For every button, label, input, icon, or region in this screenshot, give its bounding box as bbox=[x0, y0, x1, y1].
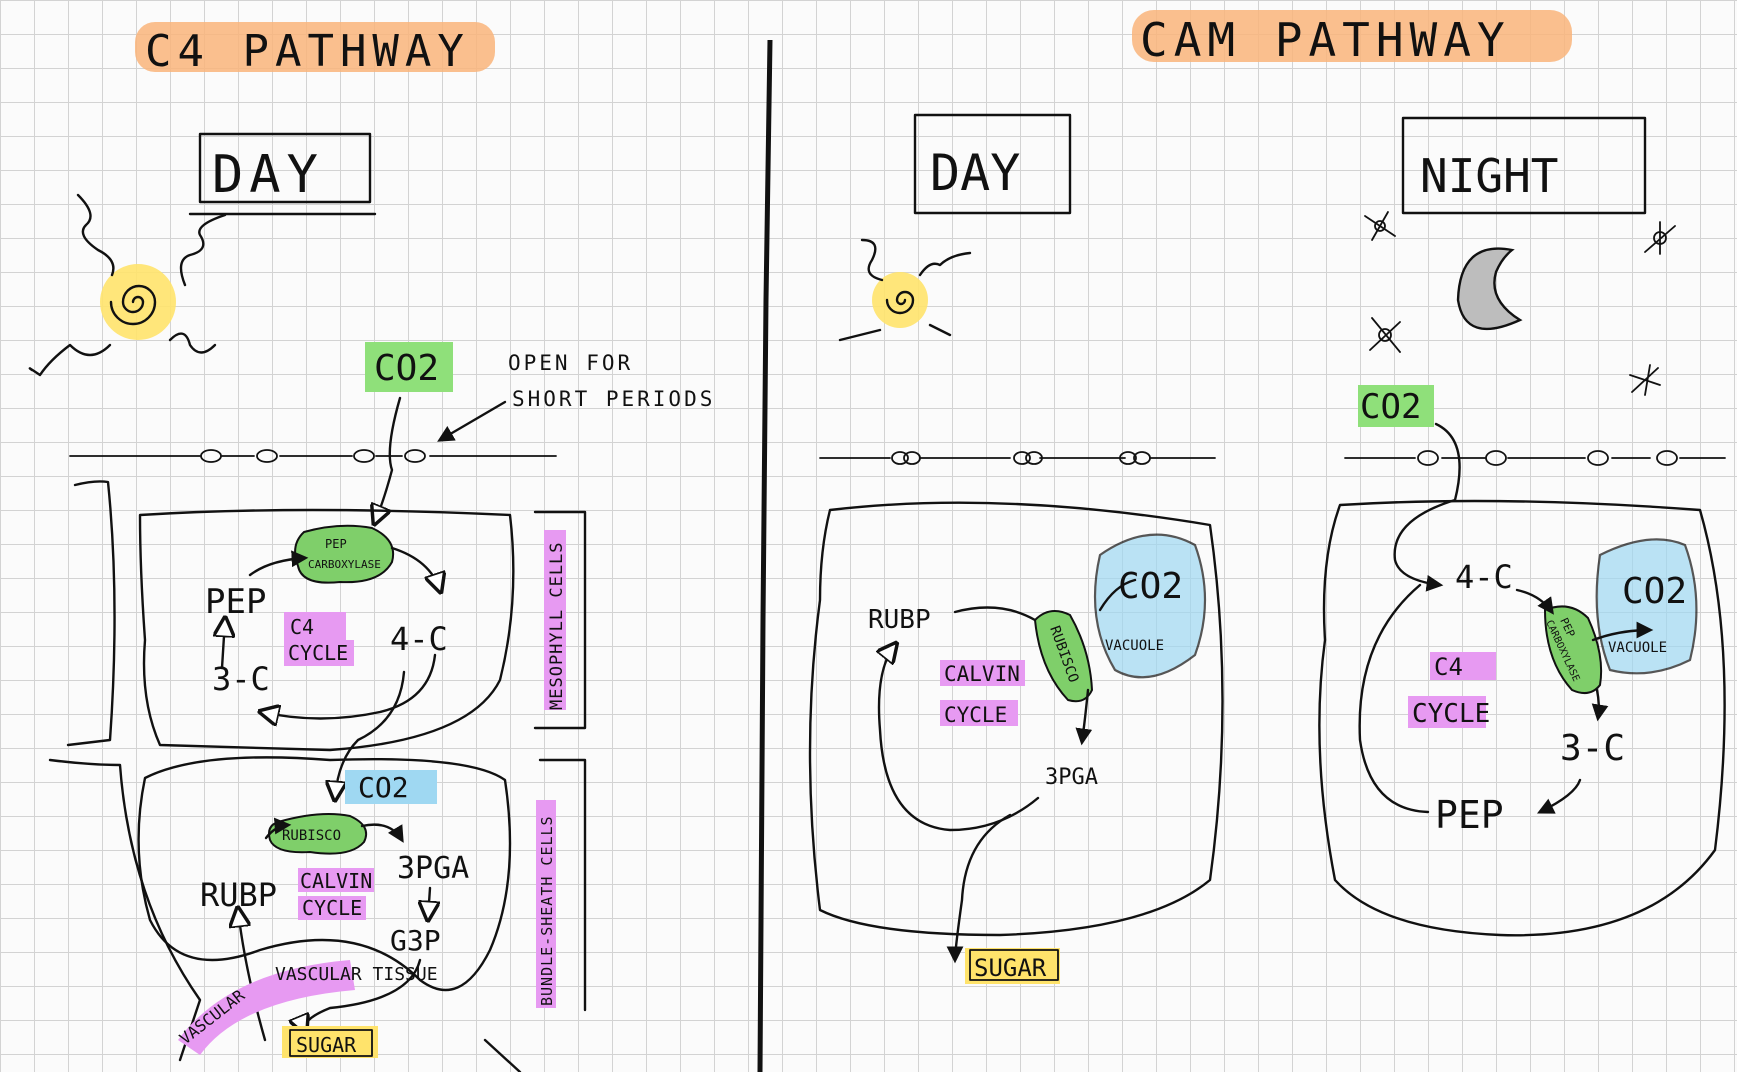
star-icon bbox=[1364, 211, 1676, 396]
mesophyll-cell bbox=[138, 508, 515, 752]
c4-day-label: DAY bbox=[212, 145, 324, 205]
cam-night-pep-carboxylase-enzyme bbox=[1543, 605, 1603, 695]
cam-night-box: NIGHT bbox=[1401, 116, 1647, 215]
cam-day-label: DAY bbox=[930, 144, 1020, 202]
c4-leaf-surface bbox=[69, 449, 557, 463]
c4-vascular-label: VASCULAR TISSUE bbox=[275, 964, 438, 985]
c4-stomata-note-line1: OPEN FOR bbox=[508, 351, 633, 375]
cam-night-co2: CO2 bbox=[1622, 571, 1687, 612]
cam-night-cell bbox=[1318, 499, 1726, 937]
c4-calvin-highlight1 bbox=[298, 868, 374, 892]
c4-enzyme-line1: PEP bbox=[325, 537, 347, 551]
c4-cycle-line1: C4 bbox=[290, 615, 314, 639]
c4-section: C4 PATHWAY DAY CO2 OPEN FOR SHO bbox=[28, 22, 715, 1072]
c4-sugar-highlight bbox=[282, 1026, 378, 1058]
cam-night-vacuole-label: VACUOLE bbox=[1608, 640, 1667, 656]
cam-day-rubisco-enzyme bbox=[1033, 610, 1094, 703]
cam-day-sugar-highlight bbox=[965, 948, 1060, 984]
cam-day-cell bbox=[808, 501, 1224, 937]
cam-night-label: NIGHT bbox=[1420, 149, 1558, 203]
c4-title-highlight bbox=[135, 22, 495, 72]
c4-day-box: DAY bbox=[188, 132, 377, 216]
c4-title: C4 PATHWAY bbox=[145, 26, 470, 77]
c4-bs-co2: CO2 bbox=[358, 771, 409, 804]
cam-day-vacuole-label: VACUOLE bbox=[1105, 638, 1164, 654]
cam-night-vacuole bbox=[1595, 538, 1698, 675]
cam-night-cycle-highlight1 bbox=[1430, 652, 1496, 680]
c4-3pga-label: 3PGA bbox=[397, 851, 469, 886]
cam-day-vacuole bbox=[1093, 533, 1207, 679]
cam-title: CAM PATHWAY bbox=[1140, 13, 1511, 67]
cam-night-pep: PEP bbox=[1435, 793, 1504, 837]
cam-day-box: DAY bbox=[913, 113, 1072, 215]
cam-night-leaf-surface bbox=[1344, 450, 1726, 466]
cam-night-co2-highlight bbox=[1358, 385, 1434, 427]
cam-night-cycle-line2: CYCLE bbox=[1412, 699, 1490, 729]
c4-co2-highlight bbox=[365, 342, 453, 392]
c4-cycle-highlight1 bbox=[284, 612, 346, 640]
c4-bs-label-highlight bbox=[536, 800, 556, 1008]
cam-title-highlight bbox=[1132, 10, 1572, 62]
c4-rubisco-enzyme bbox=[268, 813, 368, 855]
c4-four-c-label: 4-C bbox=[390, 620, 448, 658]
bundle-sheath-cell bbox=[137, 756, 512, 992]
c4-rubisco-label: RUBISCO bbox=[282, 828, 341, 844]
sun-icon bbox=[838, 238, 972, 342]
c4-cycle-line2: CYCLE bbox=[288, 641, 348, 665]
cam-night-cycle-line1: C4 bbox=[1434, 653, 1463, 681]
cam-day-rubp: RUBP bbox=[868, 605, 931, 635]
c4-g3p-label: G3P bbox=[390, 924, 441, 957]
c4-calvin-highlight2 bbox=[298, 896, 366, 920]
cam-day-calvin-line1: CALVIN bbox=[944, 662, 1020, 686]
cam-day-calvin-highlight1 bbox=[940, 660, 1025, 686]
cam-day-leaf-surface bbox=[819, 451, 1216, 465]
c4-bs-label: BUNDLE-SHEATH CELLS bbox=[538, 815, 556, 1006]
cam-night-four-c: 4-C bbox=[1455, 558, 1513, 596]
c4-mesophyll-label-highlight bbox=[544, 530, 566, 710]
c4-co2-label: CO2 bbox=[374, 348, 439, 389]
c4-three-c-label: 3-C bbox=[212, 660, 270, 698]
moon-icon bbox=[1456, 247, 1523, 330]
cam-night-three-c: 3-C bbox=[1560, 728, 1625, 769]
cam-day-co2: CO2 bbox=[1118, 566, 1183, 607]
c4-calvin-line2: CYCLE bbox=[302, 896, 362, 920]
cam-day-calvin-highlight2 bbox=[940, 700, 1018, 726]
cam-day-sugar: SUGAR bbox=[974, 954, 1047, 982]
cam-day-calvin-line2: CYCLE bbox=[944, 703, 1007, 727]
cam-day-3pga: 3PGA bbox=[1045, 765, 1098, 790]
c4-pep-carboxylase-enzyme bbox=[294, 524, 394, 584]
c4-vascular-highlight bbox=[178, 960, 355, 1055]
page-divider bbox=[757, 39, 773, 1072]
cam-night-co2-in: CO2 bbox=[1360, 387, 1421, 427]
cam-night-cycle-highlight2 bbox=[1408, 696, 1486, 728]
c4-sugar-label: SUGAR bbox=[296, 1033, 357, 1057]
c4-bs-co2-highlight bbox=[345, 770, 437, 804]
c4-calvin-line1: CALVIN bbox=[300, 869, 372, 893]
c4-enzyme-line2: CARBOXYLASE bbox=[308, 558, 381, 571]
cam-section: CAM PATHWAY DAY NIGHT bbox=[808, 10, 1726, 984]
c4-pep-label: PEP bbox=[205, 582, 266, 622]
sun-icon bbox=[28, 193, 227, 377]
c4-mesophyll-label: MESOPHYLL CELLS bbox=[547, 541, 567, 710]
c4-cycle-highlight2 bbox=[284, 640, 354, 666]
c4-stomata-note-line2: SHORT PERIODS bbox=[512, 387, 715, 411]
c4-rubp-label: RUBP bbox=[200, 876, 277, 914]
